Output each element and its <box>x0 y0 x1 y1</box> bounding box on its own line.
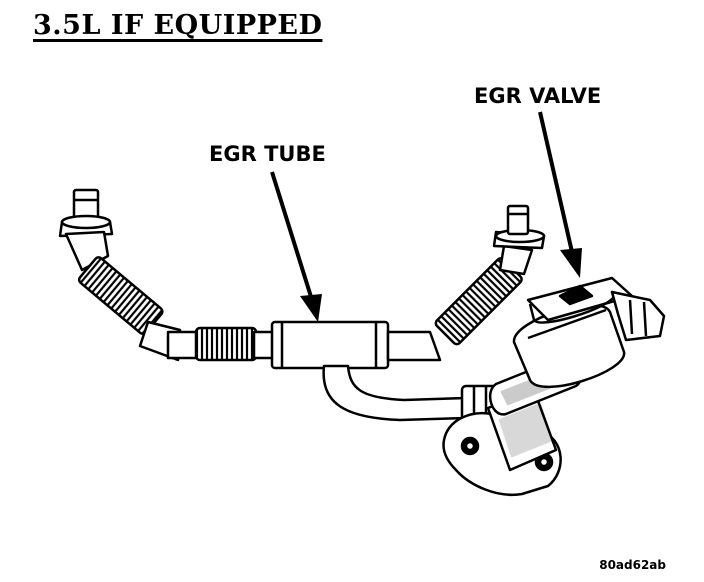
egr-valve-leader-arrow <box>538 111 582 278</box>
egr-valve <box>442 276 666 497</box>
egr-tube <box>58 188 546 432</box>
egr-valve-label: EGR VALVE <box>474 84 602 108</box>
egr-tube-label: EGR TUBE <box>209 142 326 166</box>
figure-reference-code: 80ad62ab <box>599 558 666 572</box>
diagram-title: 3.5L IF EQUIPPED <box>33 10 323 41</box>
egr-tube-leader-arrow <box>270 171 322 322</box>
egr-tube-right-fitting <box>492 204 546 250</box>
egr-valve-electrical-connector <box>610 290 666 342</box>
egr-tube-left-fitting <box>58 188 114 238</box>
